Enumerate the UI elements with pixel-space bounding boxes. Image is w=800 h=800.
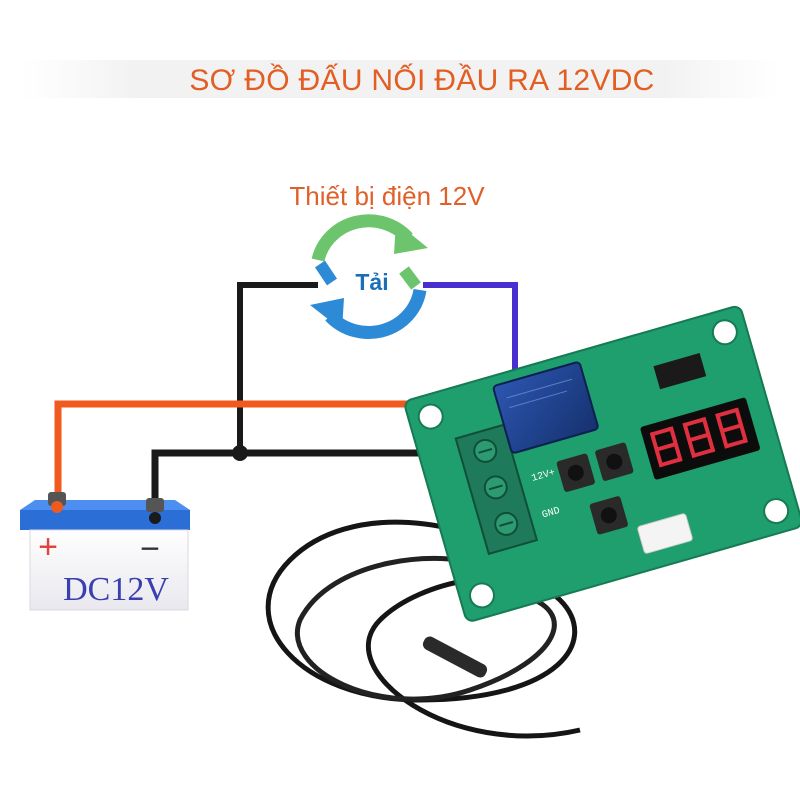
mount-hole — [417, 403, 444, 430]
probe-cable — [265, 519, 581, 739]
mount-hole — [763, 498, 790, 525]
battery-12v: + − DC12V — [20, 492, 190, 611]
mount-hole — [711, 319, 738, 346]
page-title: SƠ ĐỒ ĐẤU NỐI ĐẦU RA 12VDC — [189, 63, 654, 97]
battery-minus-sign: − — [140, 530, 160, 568]
positive-wire — [54, 400, 495, 505]
display-digits — [649, 407, 749, 468]
negative-junction — [232, 445, 248, 461]
probe-connector — [637, 513, 693, 554]
temperature-probe — [422, 636, 488, 678]
battery-positive-terminal — [48, 492, 66, 506]
device-label: Thiết bị điện 12V — [289, 181, 485, 211]
load-label: Tải — [355, 269, 388, 295]
thermostat-board: GND 12V+ K0 — [404, 305, 800, 622]
battery-label: DC12V — [63, 571, 169, 608]
title-banner — [20, 60, 780, 98]
negative-wire — [151, 449, 478, 515]
battery-negative-terminal — [146, 498, 164, 512]
mount-hole — [468, 582, 495, 609]
microcontroller-chip — [653, 353, 707, 390]
battery-plus-sign: + — [38, 528, 58, 566]
load-wire-output — [423, 282, 518, 392]
load-recycle-icon — [310, 214, 428, 339]
terminal-label-gnd: GND — [541, 506, 561, 522]
relay — [492, 361, 599, 454]
load-wire-negative — [237, 282, 318, 453]
